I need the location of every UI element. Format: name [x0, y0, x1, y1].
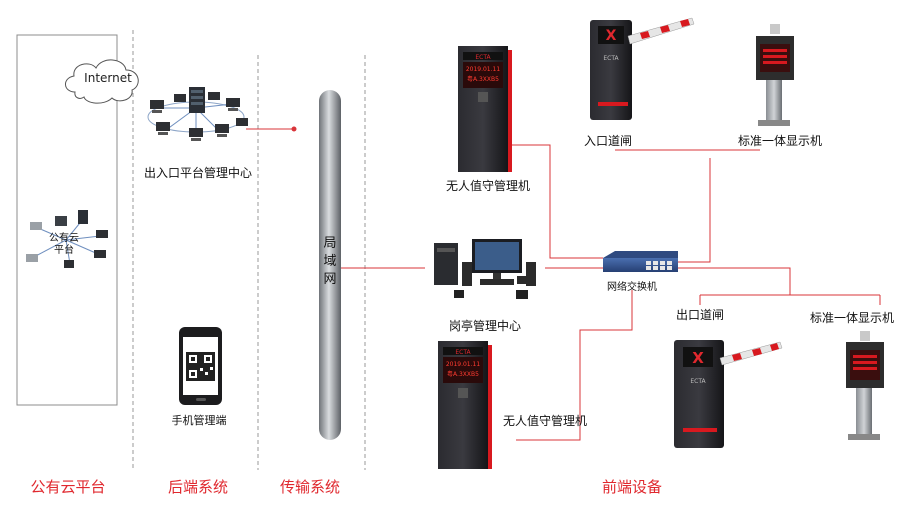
- platform-network-icon: [147, 87, 248, 141]
- section-backend-title: 后端系统: [168, 478, 228, 496]
- exit-gate-label: 出口道闸: [676, 308, 724, 322]
- section-transport-title: 传输系统: [280, 478, 340, 496]
- lan-label-3: 网: [323, 272, 336, 287]
- kiosk-top-screen-plate: 粤A.3XXB5: [467, 75, 499, 83]
- platform-center-label: 出入口平台管理中心: [144, 165, 252, 180]
- entry-gate-logo: ECTA: [603, 55, 619, 62]
- mobile-phone-icon: [179, 327, 222, 405]
- exit-gate-device: X ECTA: [674, 340, 783, 448]
- lan-label-2: 域: [323, 254, 336, 269]
- kiosk-top-label: 无人值守管理机: [446, 178, 530, 193]
- kiosk-top-screen-date: 2019.01.11: [466, 66, 501, 73]
- exit-display-label: 标准一体显示机: [810, 311, 894, 325]
- switch-label: 网络交换机: [607, 280, 657, 293]
- internet-cloud-icon: Internet: [65, 59, 139, 104]
- svg-text:X: X: [606, 28, 617, 44]
- kiosk-bottom-logo: ECTA: [455, 349, 471, 356]
- cloud-label-line1: 公有云: [49, 231, 79, 244]
- entry-display-device: [756, 24, 794, 126]
- network-lines: [341, 144, 881, 441]
- network-switch-icon: [603, 251, 678, 272]
- booth-label: 岗亭管理中心: [449, 318, 521, 333]
- cloud-label-line2: 平台: [54, 243, 74, 256]
- hub-link-dot: [291, 126, 297, 132]
- exit-gate-logo: ECTA: [690, 378, 706, 385]
- entry-gate-label: 入口道闸: [584, 134, 632, 148]
- kiosk-top-device: ECTA 2019.01.11 粤A.3XXB5: [458, 46, 512, 172]
- internet-label: Internet: [84, 71, 132, 85]
- entry-gate-device: X ECTA: [590, 17, 695, 120]
- cloud-network-icon: [26, 210, 108, 268]
- mobile-label: 手机管理端: [172, 413, 227, 427]
- kiosk-bottom-screen-date: 2019.01.11: [446, 361, 481, 368]
- entry-display-label: 标准一体显示机: [738, 134, 822, 148]
- lan-tube: 局 域 网: [319, 90, 341, 440]
- kiosk-top-logo: ECTA: [475, 54, 491, 61]
- section-frontend-title: 前端设备: [602, 478, 662, 496]
- svg-text:X: X: [692, 349, 704, 367]
- kiosk-bottom-screen-plate: 粤A.3XXB5: [447, 370, 479, 378]
- kiosk-bottom-device: ECTA 2019.01.11 粤A.3XXB5: [438, 341, 492, 469]
- lan-label-1: 局: [323, 236, 336, 251]
- section-cloud-title: 公有云平台: [30, 478, 105, 496]
- booth-computer-icon: [434, 239, 536, 299]
- exit-display-device: [846, 331, 884, 440]
- kiosk-bottom-label: 无人值守管理机: [503, 413, 587, 428]
